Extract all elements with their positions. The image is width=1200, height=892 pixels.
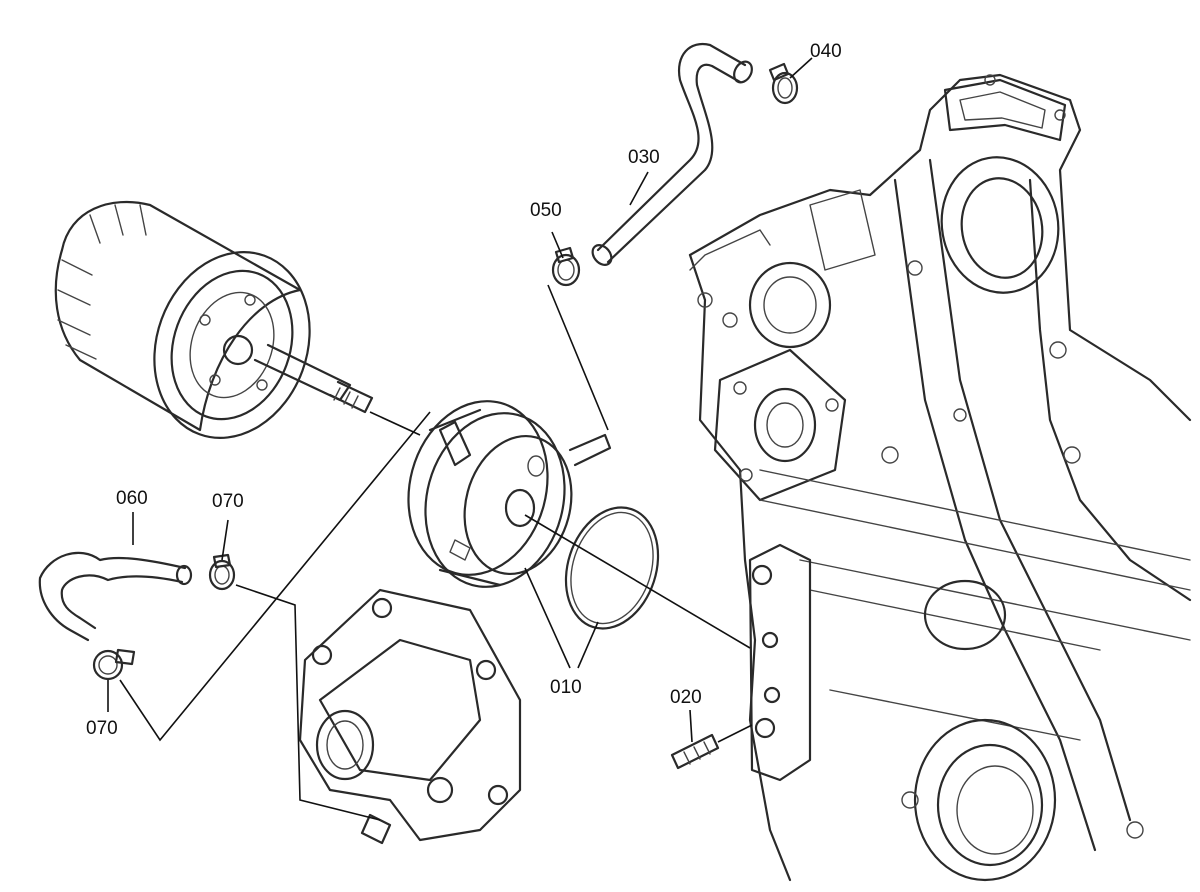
- hose-clamp-070-lower: [92, 648, 136, 681]
- water-pump-housing: [298, 588, 522, 845]
- engine-block: [688, 73, 1192, 882]
- callout-040: 040: [810, 41, 842, 62]
- callout-010: 010: [550, 677, 582, 698]
- hose-030: [591, 42, 753, 266]
- hose-060: [38, 551, 193, 642]
- oil-filter: [54, 200, 374, 439]
- oil-cooler: [407, 400, 612, 588]
- callout-050: 050: [530, 200, 562, 221]
- o-ring: [564, 506, 660, 630]
- callout-070-lower: 070: [86, 718, 118, 739]
- hose-clamp-050: [551, 246, 581, 287]
- stud-020: [670, 733, 720, 770]
- hose-clamp-070-upper: [208, 553, 236, 591]
- hose-clamp-040: [768, 62, 799, 105]
- callout-070-upper: 070: [212, 491, 244, 512]
- callout-020: 020: [670, 687, 702, 708]
- callout-060: 060: [116, 488, 148, 509]
- callout-030: 030: [628, 147, 660, 168]
- leader-lines: [107, 57, 813, 821]
